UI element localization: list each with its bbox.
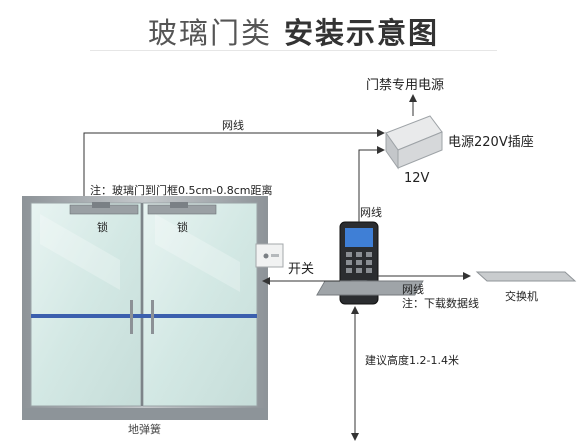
voltage-label: 12V — [404, 171, 430, 186]
title-part1: 玻璃门类 — [147, 16, 272, 50]
lock-left-label: 锁 — [97, 221, 108, 234]
switch-device-label: 交换机 — [505, 290, 538, 303]
power-supply-box — [385, 115, 443, 170]
network-right-label: 网线 — [402, 283, 424, 296]
lock-right-device — [147, 202, 217, 215]
door-handle-right — [151, 300, 154, 334]
floor-spring-bar — [22, 408, 268, 420]
lock-right-label: 锁 — [177, 221, 188, 234]
title-divider — [90, 50, 497, 51]
network-top-label: 网线 — [222, 119, 244, 132]
switch-label: 开关 — [288, 262, 315, 277]
network-vertical-label: 网线 — [360, 206, 382, 219]
install-height-label: 建议高度1.2-1.4米 — [365, 354, 459, 367]
network-line-top — [83, 129, 385, 196]
title-part2: 安装示意图 — [284, 16, 440, 50]
glass-door — [22, 196, 268, 420]
glass-gap-note: 注：玻璃门到门框0.5cm-0.8cm距离 — [90, 184, 273, 197]
door-handle-left — [130, 300, 133, 334]
door-kick-bar — [31, 314, 257, 318]
exit-switch-device — [255, 243, 284, 268]
download-note: 注：下载数据线 — [402, 297, 479, 310]
page-title: 玻璃门类安装示意图 — [0, 10, 587, 52]
power-socket-label: 电源220V插座 — [448, 135, 534, 150]
network-switch-device — [316, 271, 577, 296]
access-power-label: 门禁专用电源 — [366, 78, 445, 93]
floor-spring-label: 地弹簧 — [128, 423, 161, 436]
lock-left-device — [69, 202, 139, 215]
reader-to-power-line — [358, 146, 385, 222]
